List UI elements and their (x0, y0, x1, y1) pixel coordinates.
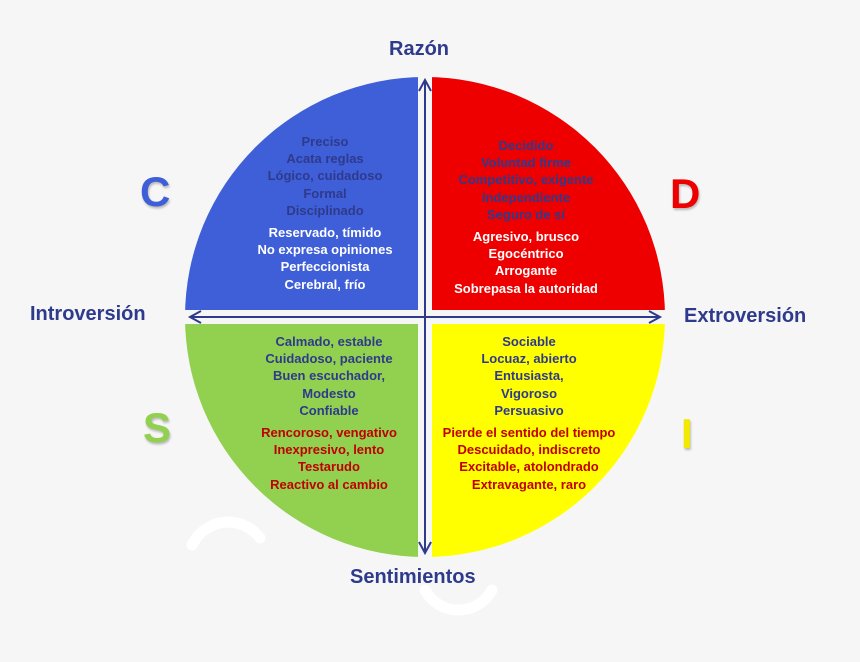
trait-item: Confiable (299, 402, 359, 418)
arrowhead-left (187, 310, 202, 324)
quadrant-d-traits: Decidido Voluntad firme Competitivo, exi… (436, 137, 616, 223)
trait-item: Preciso (301, 134, 349, 149)
quadrant-i-weaknesses: Pierde el sentido del tiempo Descuidado,… (425, 424, 633, 493)
weakness-item: Arrogante (494, 263, 558, 279)
quadrant-s-traits: Calmado, estable Cuidadoso, paciente Bue… (239, 333, 419, 419)
weakness-item: Reactivo al cambio (270, 476, 388, 492)
quadrant-d-weaknesses: Agresivo, brusco Egocéntrico Arrogante S… (436, 228, 616, 297)
trait-item: Locuaz, abierto (481, 351, 577, 367)
quadrant-c-traits: Preciso Acata reglas Lógico, cuidadoso F… (235, 133, 415, 219)
quadrant-c-weaknesses: Reservado, tímido No expresa opiniones P… (235, 224, 415, 293)
decorative-arc-right (419, 584, 498, 616)
axis-label-left: Introversión (30, 303, 146, 325)
trait-item: Persuasivo (494, 402, 564, 418)
trait-item: Entusiasta, (494, 368, 564, 384)
axis-label-top: Razón (389, 38, 449, 60)
trait-item: Modesto (302, 385, 356, 401)
weakness-item: Sobrepasa la autoridad (454, 280, 598, 296)
weakness-item: Descuidado, indiscreto (457, 442, 601, 458)
trait-item: Calmado, estable (275, 334, 383, 349)
trait-item: Independiente (481, 189, 571, 205)
axis-label-right: Extroversión (684, 305, 807, 327)
letter-c: C (140, 168, 171, 215)
trait-item: Cuidadoso, paciente (265, 351, 393, 367)
trait-item: Competitivo, exigente (458, 172, 594, 188)
arrowhead-top (418, 77, 432, 92)
letter-s: S (143, 404, 172, 451)
weakness-item: No expresa opiniones (257, 242, 393, 258)
weakness-item: Pierde el sentido del tiempo (442, 425, 616, 441)
trait-item: Seguro de sí (486, 206, 566, 222)
letter-i: I (681, 410, 693, 457)
weakness-item: Extravagante, raro (471, 476, 587, 492)
quadrant-c-text: Preciso Acata reglas Lógico, cuidadoso F… (235, 133, 415, 293)
weakness-item: Rencoroso, vengativo (261, 425, 397, 441)
quadrant-s-weaknesses: Rencoroso, vengativo Inexpresivo, lento … (239, 424, 419, 493)
arrowhead-bottom (418, 541, 432, 556)
trait-item: Sociable (502, 334, 556, 349)
quadrant-i-traits: Sociable Locuaz, abierto Entusiasta, Vig… (425, 333, 633, 419)
weakness-item: Perfeccionista (280, 259, 370, 275)
quadrant-s-text: Calmado, estable Cuidadoso, paciente Bue… (239, 333, 419, 493)
trait-item: Vigoroso (500, 385, 558, 401)
letter-d: D (670, 170, 701, 217)
weakness-item: Excitable, atolondrado (459, 459, 599, 475)
trait-item: Formal (303, 185, 347, 201)
trait-item: Lógico, cuidadoso (267, 168, 383, 184)
quadrant-i-text: Sociable Locuaz, abierto Entusiasta, Vig… (425, 333, 633, 493)
arrowhead-right (648, 310, 663, 324)
trait-item: Acata reglas (286, 151, 364, 167)
weakness-item: Cerebral, frío (284, 276, 366, 292)
weakness-item: Inexpresivo, lento (273, 442, 385, 458)
trait-item: Decidido (498, 138, 554, 153)
trait-item: Voluntad firme (480, 155, 572, 171)
decorative-arc-left (186, 516, 266, 551)
weakness-item: Agresivo, brusco (472, 229, 580, 245)
weakness-item: Reservado, tímido (268, 225, 382, 241)
trait-item: Disciplinado (286, 202, 364, 218)
trait-item: Buen escuchador, (273, 368, 385, 384)
weakness-item: Egocéntrico (488, 246, 564, 262)
weakness-item: Testarudo (298, 459, 360, 475)
axis-label-bottom: Sentimientos (350, 566, 476, 588)
quadrant-d-text: Decidido Voluntad firme Competitivo, exi… (436, 137, 616, 297)
